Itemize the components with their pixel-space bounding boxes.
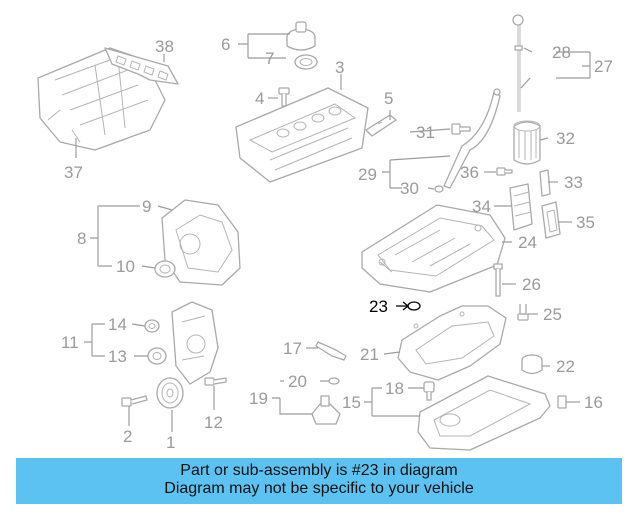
callout-22: 22: [556, 357, 575, 376]
dipstick-tube-drawing: [443, 88, 501, 189]
filter-housing-drawing: [509, 183, 533, 231]
cover-bolt-drawing: [278, 87, 290, 107]
small-seal-drawing: [144, 319, 160, 333]
banner-disclaimer-text: Diagram may not be specific to your vehi…: [164, 480, 474, 497]
callout-24: 24: [518, 233, 537, 252]
highlight-leader-23: [396, 301, 410, 311]
cover-bolt-lower-drawing: [204, 377, 227, 386]
dipstick-drawing: [512, 14, 524, 112]
callout-4: 4: [255, 89, 264, 108]
callout-1: 1: [166, 433, 175, 452]
callout-36: 36: [460, 163, 479, 182]
pulley-bolt-drawing: [121, 395, 148, 407]
lower-timing-cover-drawing: [171, 301, 219, 385]
leader-lines: [75, 33, 591, 432]
callout-35: 35: [576, 213, 595, 232]
callout-26: 26: [522, 275, 541, 294]
callout-27: 27: [594, 57, 613, 76]
callout-8: 8: [77, 229, 86, 248]
valve-cover-drawing: [235, 87, 369, 183]
callout-18: 18: [385, 379, 404, 398]
drain-plug-drawing: [557, 395, 567, 409]
callout-32: 32: [556, 129, 575, 148]
callout-17: 17: [283, 339, 302, 358]
intake-manifold-drawing: [37, 47, 166, 151]
callout-38: 38: [155, 37, 174, 56]
upper-oil-pan-drawing: [361, 204, 506, 293]
info-banner: Part or sub-assembly is #23 in diagram D…: [16, 458, 622, 504]
pan-bolt-drawing: [517, 304, 529, 321]
banner-part-text: Part or sub-assembly is #23 in diagram: [180, 462, 458, 479]
callout-9: 9: [142, 197, 151, 216]
crank-pulley-drawing: [156, 377, 184, 409]
lower-oil-pan-drawing: [417, 375, 551, 451]
callout-29: 29: [358, 165, 377, 184]
callout-12: 12: [204, 413, 223, 432]
callout-7: 7: [265, 49, 274, 68]
callout-6: 6: [221, 35, 230, 54]
housing-bolt-drawing: [496, 167, 513, 176]
bracket-drawing: [365, 114, 397, 137]
callout-31: 31: [416, 123, 435, 142]
callout-23-highlighted: 23: [369, 297, 388, 316]
callout-labels: 6 7 3 4 5 38 37 28 27 31 32 29 30 36 33 …: [61, 35, 613, 452]
housing-gasket-drawing: [541, 201, 561, 239]
callout-5: 5: [384, 89, 393, 108]
oil-filter-drawing: [513, 120, 541, 165]
callout-3: 3: [335, 58, 344, 77]
pan-sensor-drawing: [423, 381, 435, 401]
intake-gasket-drawing: [104, 47, 179, 85]
callout-10: 10: [116, 257, 135, 276]
callout-30: 30: [400, 179, 419, 198]
callout-37: 37: [64, 163, 83, 182]
oil-cap-drawing: [286, 21, 316, 51]
exploded-parts-diagram: 6 7 3 4 5 38 37 28 27 31 32 29 30 36 33 …: [37, 14, 613, 452]
timing-cover-drawing: [161, 199, 241, 286]
callout-11: 11: [61, 333, 79, 352]
small-clip-drawing: [539, 169, 551, 197]
oring-part-23-drawing: [407, 301, 421, 311]
callout-15: 15: [342, 393, 361, 412]
tube-bolt-drawing: [451, 123, 471, 135]
callout-33: 33: [564, 173, 583, 192]
callout-25: 25: [543, 305, 562, 324]
callout-34: 34: [472, 197, 491, 216]
callout-2: 2: [123, 427, 132, 446]
oil-pickup-drawing: [311, 395, 341, 425]
callout-14: 14: [108, 315, 127, 334]
callout-16: 16: [584, 393, 603, 412]
pickup-oring-drawing: [328, 377, 340, 385]
tube-oring-drawing: [434, 185, 444, 193]
callout-19: 19: [249, 389, 268, 408]
long-bolt-drawing: [493, 263, 503, 297]
callout-28: 28: [552, 43, 571, 62]
level-sender-drawing: [315, 341, 347, 361]
callout-20: 20: [288, 372, 307, 391]
timing-seal-drawing: [154, 260, 176, 278]
callout-13: 13: [108, 347, 127, 366]
baffle-plate-drawing: [397, 305, 507, 381]
crank-seal-drawing: [147, 347, 167, 365]
callout-21: 21: [360, 345, 379, 364]
cap-seal-drawing: [294, 54, 318, 70]
oil-level-sensor-drawing: [521, 354, 543, 375]
